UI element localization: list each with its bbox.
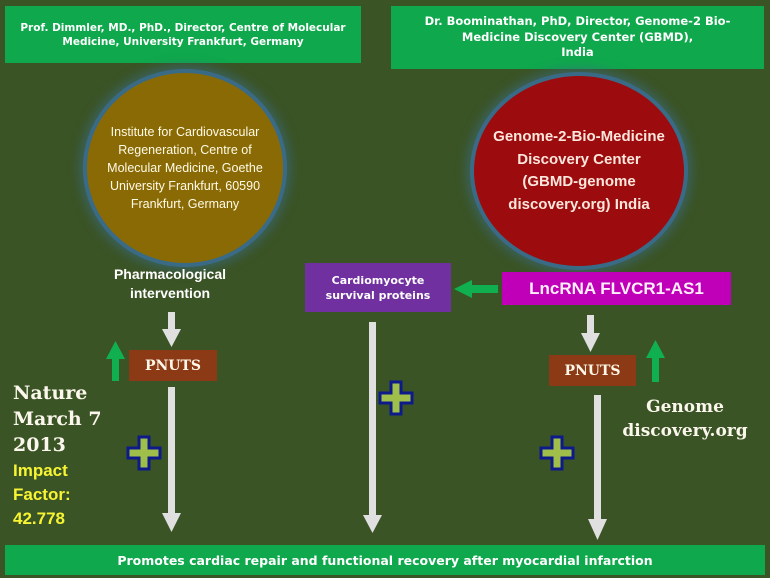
intervention-line1: Pharmacological [113, 266, 227, 282]
plus-icon [539, 435, 575, 471]
header-left: Prof. Dimmler, MD., PhD., Director, Cent… [5, 6, 361, 63]
nature-citation: Nature March 7 2013 [13, 380, 102, 458]
institute-circle-right: Genome-2-Bio-Medicine Discovery Center (… [474, 76, 684, 266]
source-line2: discovery.org [622, 421, 748, 441]
genome-discovery-source: Genome discovery.org [610, 395, 760, 443]
up-arrow-icon [646, 340, 665, 382]
outcome-text: Promotes cardiac repair and functional r… [117, 552, 653, 568]
header-left-text: Prof. Dimmler, MD., PhD., Director, Cent… [11, 21, 355, 49]
pnuts-box-left: PNUTS [129, 350, 217, 381]
down-arrow-icon [162, 312, 181, 347]
impact-line1: Impact [13, 461, 68, 480]
header-right-text: Dr. Boominathan, PhD, Director, Genome-2… [425, 14, 731, 61]
down-arrow-icon [363, 322, 382, 533]
plus-icon [378, 380, 414, 416]
citation-line3: 2013 [13, 434, 66, 456]
intervention-line2: intervention [129, 285, 211, 301]
up-arrow-icon [106, 341, 125, 381]
header-right-line2: Medicine Discovery Center (GBMD), [461, 29, 694, 44]
pnuts-box-right: PNUTS [549, 355, 636, 386]
proteins-line2: survival proteins [325, 288, 431, 302]
header-left-bold: Prof. Dimmler, MD., PhD., Director, [20, 21, 226, 34]
down-arrow-icon [581, 315, 600, 352]
down-arrow-icon [588, 395, 607, 540]
lncrna-label: LncRNA FLVCR1-AS1 [529, 278, 704, 298]
plus-icon [126, 435, 162, 471]
header-left-rest: Centre of Molecular Medicine, University… [62, 21, 346, 48]
citation-line1: Nature [13, 382, 88, 404]
impact-line2: Factor: [13, 485, 71, 504]
cardiomyocyte-proteins-box: Cardiomyocyte survival proteins [305, 263, 451, 312]
left-arrow-icon [454, 280, 498, 298]
proteins-line1: Cardiomyocyte [331, 273, 425, 287]
outcome-banner: Promotes cardiac repair and functional r… [5, 545, 765, 575]
source-line1: Genome [646, 397, 724, 417]
institute-right-text: Genome-2-Bio-Medicine Discovery Center (… [493, 128, 665, 213]
pnuts-left-label: PNUTS [144, 357, 202, 374]
header-right-line1: Dr. Boominathan, PhD, Director, Genome-2… [424, 14, 731, 29]
institute-circle-left: Institute for Cardiovascular Regeneratio… [87, 73, 283, 263]
impact-factor: Impact Factor: 42.778 [13, 459, 71, 531]
pnuts-right-label: PNUTS [564, 362, 621, 379]
down-arrow-icon [162, 387, 181, 532]
pharmacological-intervention-label: Pharmacological intervention [95, 265, 245, 303]
institute-left-text: Institute for Cardiovascular Regeneratio… [107, 125, 263, 211]
header-right: Dr. Boominathan, PhD, Director, Genome-2… [391, 6, 764, 69]
header-right-line3: India [561, 45, 594, 60]
lncrna-box: LncRNA FLVCR1-AS1 [502, 272, 731, 305]
impact-value: 42.778 [13, 509, 65, 528]
citation-line2: March 7 [13, 408, 102, 430]
